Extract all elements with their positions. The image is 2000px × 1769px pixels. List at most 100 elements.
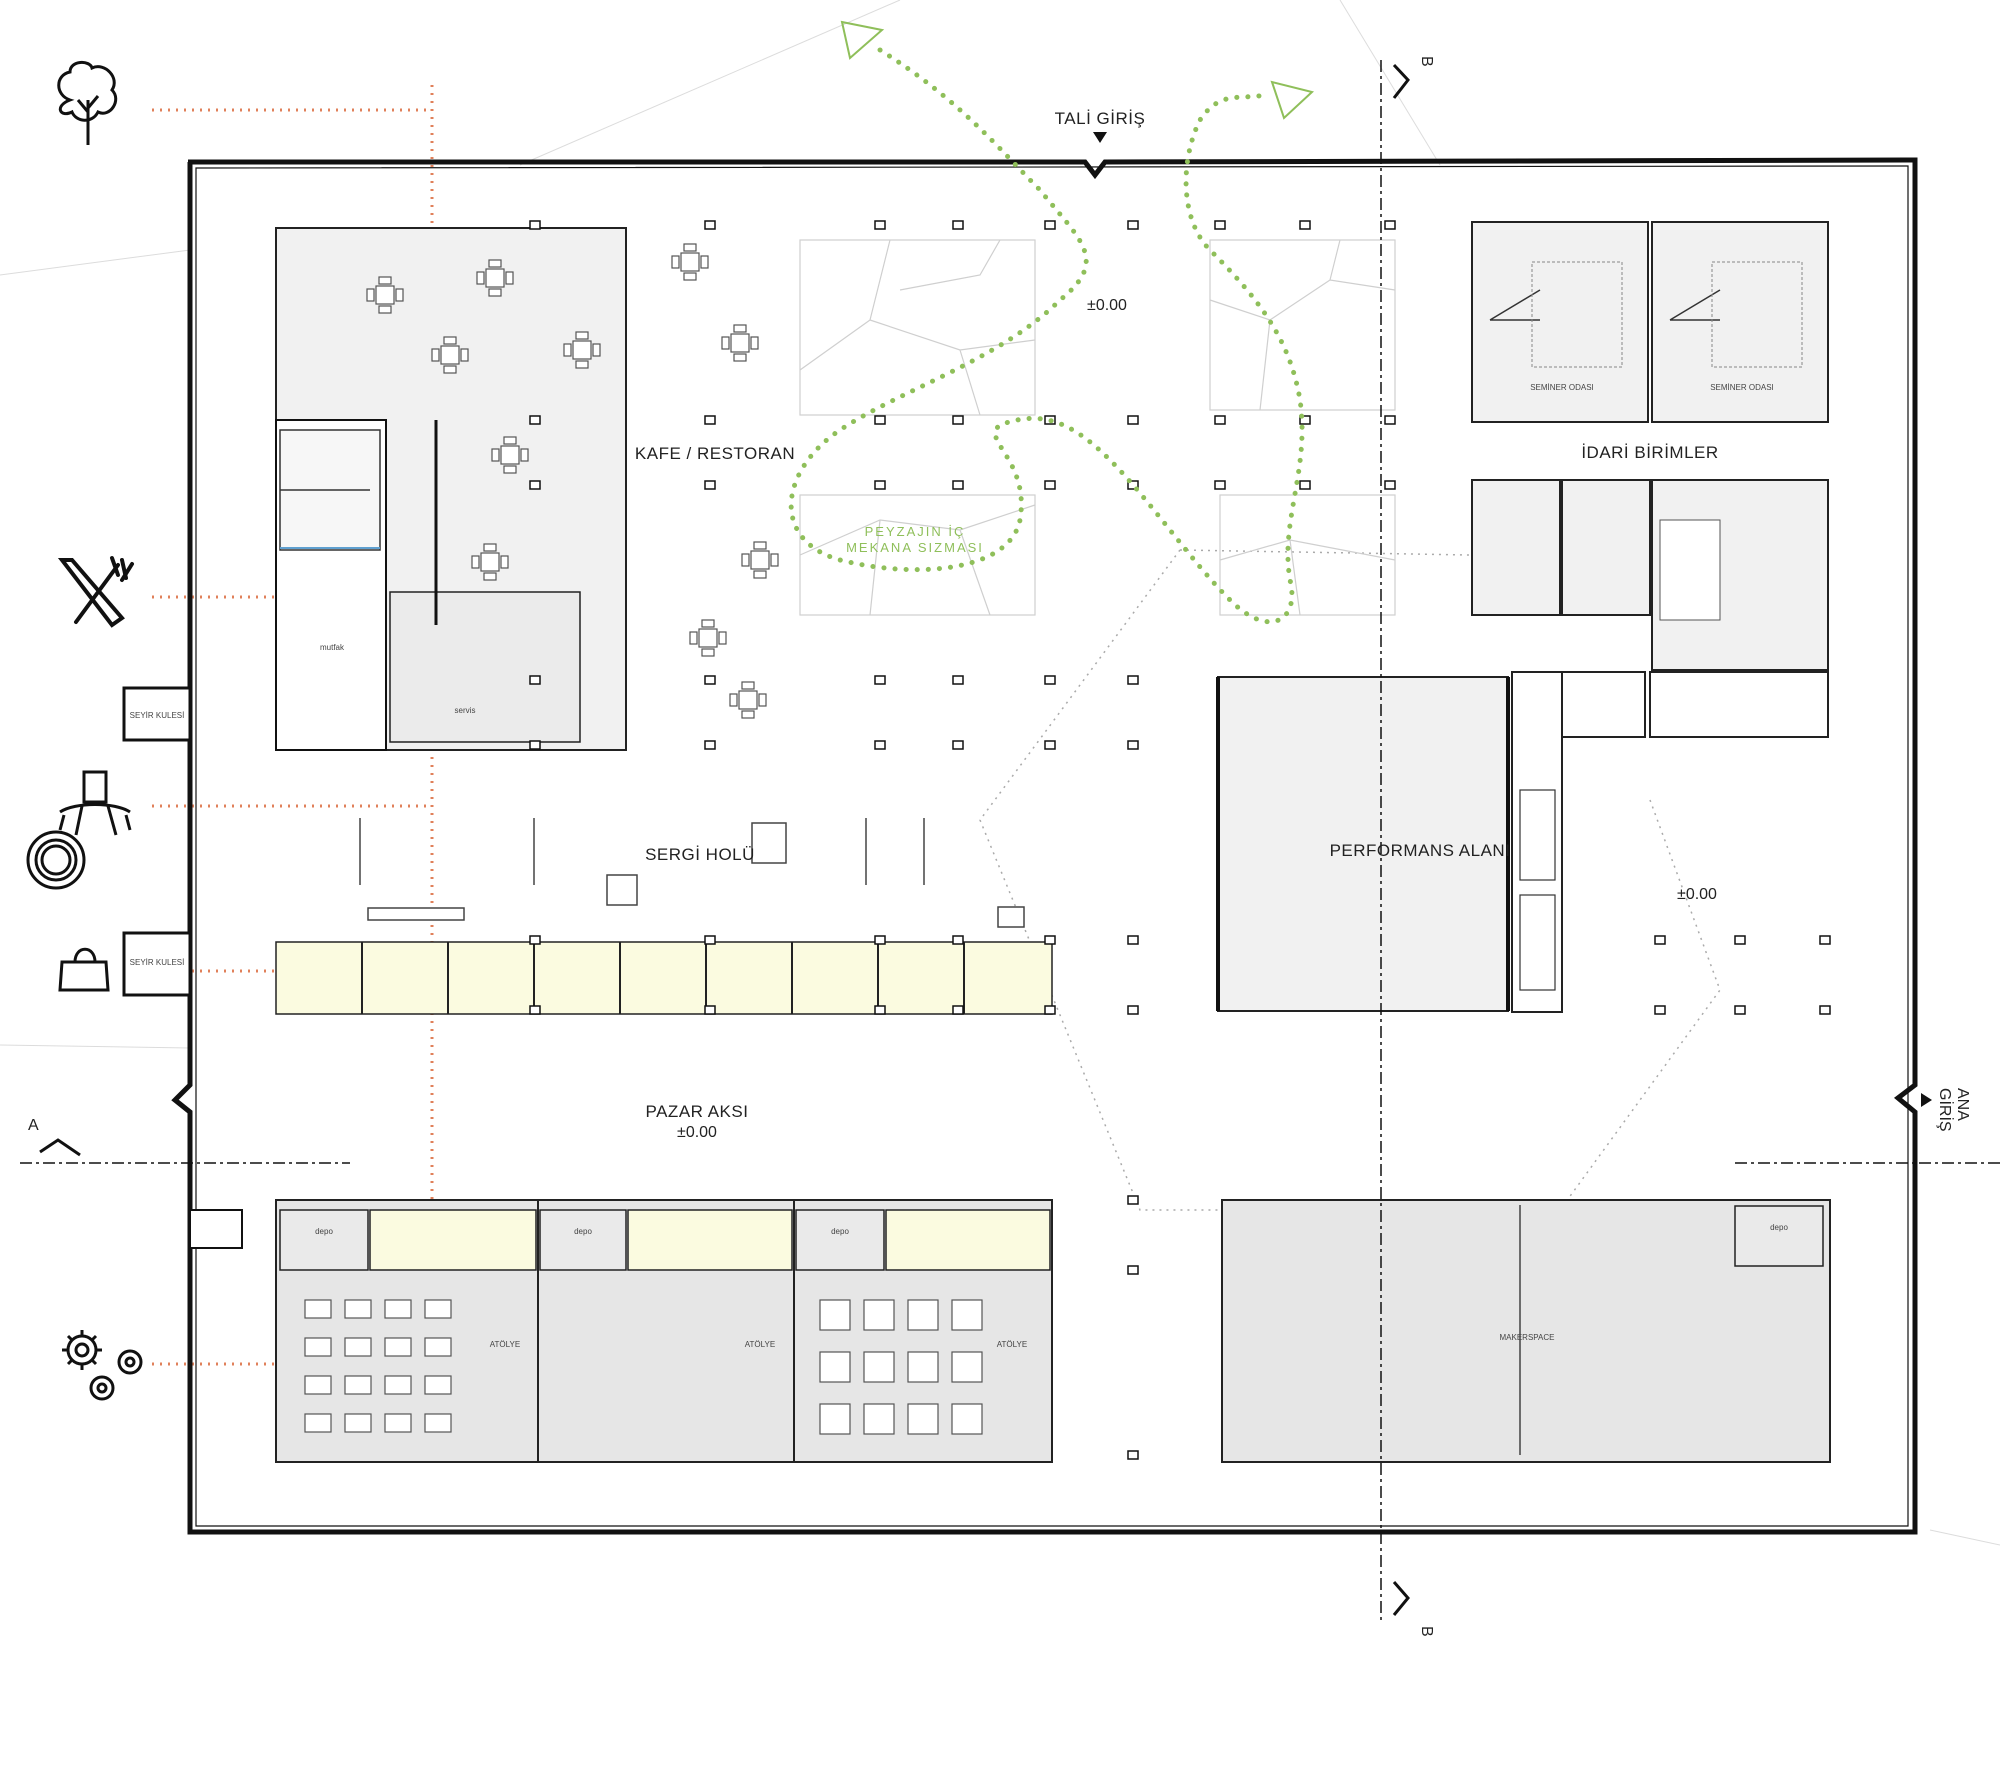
ana-giris-arrow (1921, 1093, 1932, 1107)
depo-label-4: depo (1770, 1223, 1788, 1232)
cafe-table (471, 543, 509, 581)
cafe-table (741, 541, 779, 579)
workshop-desk (344, 1413, 372, 1433)
fork-knife-icon (57, 556, 134, 628)
structural-column (529, 675, 541, 685)
structural-column (704, 1005, 716, 1015)
structural-column (704, 675, 716, 685)
workshop-desk (907, 1351, 939, 1383)
structural-column (952, 740, 964, 750)
structural-column (1819, 935, 1831, 945)
section-markers (39, 63, 1410, 1616)
structural-column (1384, 220, 1396, 230)
gears-icon (62, 1330, 143, 1401)
small-annex (189, 1209, 243, 1249)
building-outline (171, 157, 1918, 1535)
level-label-pazar: ±0.00 (677, 1124, 717, 1141)
seyir-kulesi-1: SEYİR KULESİ (122, 686, 192, 742)
structural-column (1044, 935, 1056, 945)
mutfak-label: mutfak (320, 643, 345, 652)
pazar-aksi-label: PAZAR AKSI (646, 1102, 749, 1121)
workshop-desk (951, 1351, 983, 1383)
structural-column (952, 1005, 964, 1015)
structural-column (704, 935, 716, 945)
structural-column (1299, 480, 1311, 490)
structural-column (1299, 220, 1311, 230)
workshop-desk (424, 1299, 452, 1319)
structural-column (874, 740, 886, 750)
workshop-desk (951, 1403, 983, 1435)
landscape-path (788, 47, 1305, 625)
section-b-top-label: B (1418, 56, 1435, 67)
makerspace-label: MAKERSPACE (1500, 1333, 1555, 1342)
structural-column (529, 220, 541, 230)
structural-column (952, 480, 964, 490)
makerspace-block: depo MAKERSPACE (1221, 1199, 1831, 1463)
structural-column (529, 480, 541, 490)
structural-column (1044, 220, 1056, 230)
structural-column (1127, 1195, 1139, 1205)
structural-column (1044, 740, 1056, 750)
seminer-label-2: SEMİNER ODASI (1710, 383, 1774, 392)
cafe-table (721, 324, 759, 362)
structural-column (874, 675, 886, 685)
performance-stage-icon (26, 770, 132, 890)
workshop-desk (907, 1403, 939, 1435)
structural-columns (529, 220, 1831, 1460)
structural-column (874, 935, 886, 945)
shopping-bag-icon (58, 947, 110, 992)
structural-column (952, 220, 964, 230)
structural-column (1127, 220, 1139, 230)
section-a-label: A (28, 1117, 39, 1134)
workshop-desk (819, 1299, 851, 1331)
workshop-desk (384, 1299, 412, 1319)
cafe-table (366, 276, 404, 314)
workshop-desk (951, 1299, 983, 1331)
structural-column (1127, 415, 1139, 425)
tali-giris-label: TALİ GİRİŞ (1055, 109, 1146, 128)
peyzaj-label-line-2: MEKANA SIZMASI (846, 540, 984, 555)
structural-column (874, 220, 886, 230)
cafe-table (563, 331, 601, 369)
workshop-desk (384, 1375, 412, 1395)
structural-column (529, 415, 541, 425)
workshop-desk (819, 1351, 851, 1383)
workshop-desk (344, 1375, 372, 1395)
structural-column (1127, 1005, 1139, 1015)
structural-column (1214, 480, 1226, 490)
kafe-restoran-label: KAFE / RESTORAN (635, 444, 795, 463)
workshop-desk (907, 1299, 939, 1331)
cafe-table (476, 259, 514, 297)
seyir-kulesi-label-1: SEYİR KULESİ (130, 711, 185, 720)
atolye-label-2: ATÖLYE (745, 1340, 775, 1349)
workshop-desk (384, 1413, 412, 1433)
structural-column (1214, 220, 1226, 230)
peyzaj-label-line-1: PEYZAJIN İÇ (865, 524, 966, 539)
landscape-arrow-2 (1270, 80, 1315, 120)
landscape-arrow-1 (840, 20, 885, 60)
depo-label-1: depo (315, 1227, 333, 1236)
depo-label-2: depo (574, 1227, 592, 1236)
structural-column (529, 1005, 541, 1015)
section-lines (20, 60, 2000, 1620)
idari-birimler-block (1471, 479, 1829, 1013)
atolye-label-1: ATÖLYE (490, 1340, 520, 1349)
structural-column (874, 415, 886, 425)
structural-column (1654, 935, 1666, 945)
market-stalls (275, 941, 1053, 1015)
servis-label: servis (455, 706, 476, 715)
structural-column (1044, 675, 1056, 685)
structural-column (952, 415, 964, 425)
structural-column (1127, 935, 1139, 945)
structural-column (874, 480, 886, 490)
workshop-desk (863, 1403, 895, 1435)
structural-column (704, 220, 716, 230)
level-label-east: ±0.00 (1677, 886, 1717, 903)
structural-column (952, 935, 964, 945)
kafe-restoran-block: mutfak servis (275, 227, 627, 751)
structural-column (1384, 480, 1396, 490)
structural-column (1299, 415, 1311, 425)
workshop-desk (344, 1337, 372, 1357)
structural-column (1654, 1005, 1666, 1015)
